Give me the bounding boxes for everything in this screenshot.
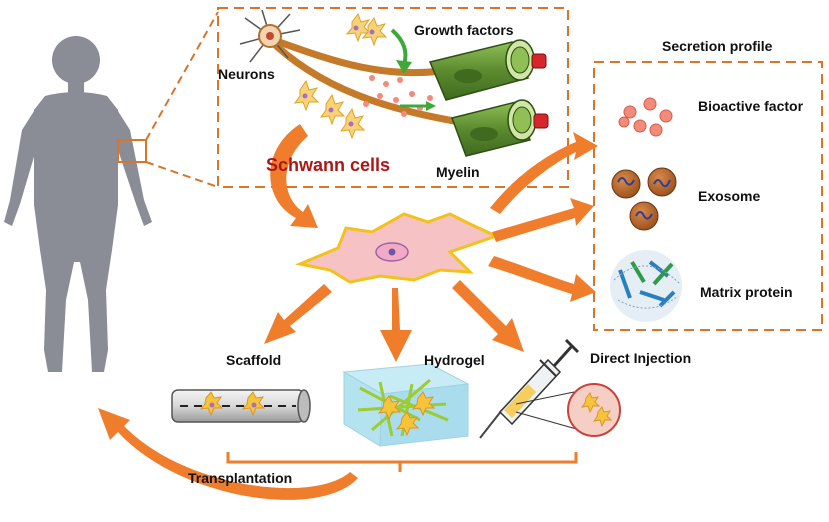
neurons-illustration	[239, 9, 461, 126]
secretion-green-arrowhead	[426, 101, 436, 111]
label-myelin: Myelin	[436, 164, 480, 180]
hydrogel-illustration	[342, 363, 470, 447]
growth-factors-arrowhead	[396, 60, 412, 74]
label-schwann-cells: Schwann cells	[266, 155, 391, 175]
syringe-illustration	[479, 338, 621, 439]
scaffold-illustration	[171, 389, 311, 423]
growth-factors-arrow	[390, 28, 408, 65]
label-bioactive-factor: Bioactive factor	[698, 98, 804, 114]
label-secretion-profile: Secretion profile	[662, 38, 773, 54]
growth-factor-dots	[363, 75, 433, 117]
zoom-box	[217, 7, 569, 188]
myelin-sheath-upper	[428, 39, 547, 101]
exosome-icon	[611, 167, 677, 231]
secretion-profile-box	[593, 61, 823, 331]
zoom-connector	[117, 11, 219, 188]
matrix-protein-icon	[610, 250, 682, 322]
myelin-sheath-lower	[451, 99, 549, 157]
label-growth-factors: Growth factors	[414, 22, 514, 38]
label-neurons: Neurons	[218, 66, 275, 82]
label-direct-injection: Direct Injection	[590, 350, 692, 366]
label-transplantation: Transplantation	[188, 470, 293, 486]
label-hydrogel: Hydrogel	[424, 352, 485, 368]
orange-arrows	[98, 124, 598, 500]
label-exosome: Exosome	[698, 188, 761, 204]
human-body-figure	[4, 36, 152, 372]
schwann-cells-on-axon	[293, 12, 388, 140]
delivery-bracket	[226, 452, 578, 472]
bioactive-factor-icon	[618, 97, 673, 137]
schwann-cell-central	[294, 212, 501, 284]
label-matrix-protein: Matrix protein	[700, 284, 793, 300]
label-scaffold: Scaffold	[226, 352, 282, 368]
